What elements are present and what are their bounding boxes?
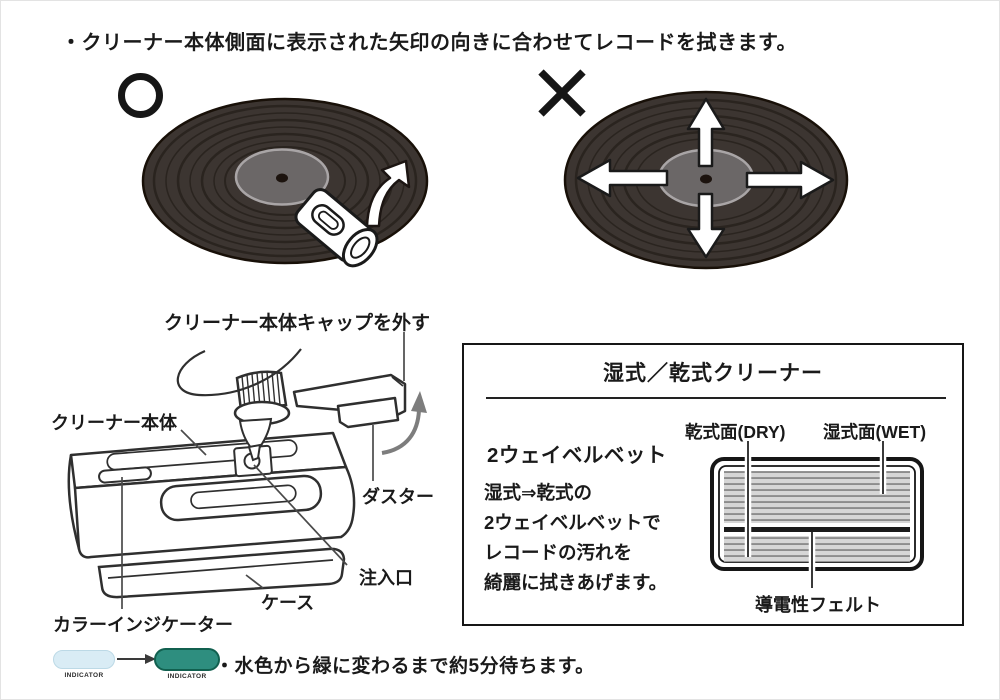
arrow-up-icon xyxy=(686,97,726,168)
wait-time-note: ・水色から緑に変わるまで約5分待ちます。 xyxy=(215,656,595,677)
wet-dry-info-box: 湿式／乾式クリーナー 2ウェイベルベット 湿式⇒乾式の 2ウェイベルベットで レ… xyxy=(462,343,964,626)
indicator-word-after: INDICATOR xyxy=(167,673,207,680)
indicator-swatch-before xyxy=(53,650,115,669)
curved-wipe-arrow-icon xyxy=(365,159,411,228)
arrow-down-icon xyxy=(686,192,726,259)
case-tray xyxy=(97,547,346,599)
leader-lines xyxy=(121,332,405,609)
fluid-bottle xyxy=(233,370,291,462)
leader-inlet xyxy=(253,464,348,566)
dry-velvet-area xyxy=(724,536,910,562)
two-way-velvet-heading: 2ウェイベルベット xyxy=(487,444,667,467)
unscrew-swoosh xyxy=(176,348,302,397)
radial-arrows xyxy=(576,97,835,259)
top-instruction-text: ・クリーナー本体側面に表示された矢印の向きに合わせてレコードを拭きます。 xyxy=(61,32,797,54)
label-color-indicator: カラーインジケーター xyxy=(53,615,233,635)
pad-leader-lines xyxy=(747,441,884,588)
label-duster: ダスター xyxy=(362,487,434,507)
conductive-felt-line xyxy=(724,527,910,532)
velvet-pad-diagram xyxy=(710,441,924,588)
label-wet-side: 湿式面(WET) xyxy=(823,422,927,442)
cleaner-parts-diagram xyxy=(67,332,427,609)
indicator-word-before: INDICATOR xyxy=(64,672,104,679)
correct-circle-icon xyxy=(118,73,163,118)
cleaner-on-record xyxy=(294,188,379,268)
color-indicator-window xyxy=(98,466,152,484)
color-change-arrow-icon xyxy=(117,654,156,664)
label-conductive-felt: 導電性フェルト xyxy=(755,595,881,615)
leader-case xyxy=(245,574,264,589)
arrow-left-icon xyxy=(576,158,669,198)
indicator-swatch-after xyxy=(154,648,220,671)
label-cleaner-body: クリーナー本体 xyxy=(51,413,177,433)
leader-body xyxy=(180,429,207,456)
record-correct-illustration xyxy=(141,97,429,268)
remove-cap-arrow-icon xyxy=(381,391,427,455)
wrong-cross-icon xyxy=(538,69,586,117)
record-grooves xyxy=(152,104,418,258)
wet-dry-title: 湿式／乾式クリーナー xyxy=(603,362,823,385)
label-inlet: 注入口 xyxy=(359,568,413,588)
record-hole xyxy=(276,173,288,183)
title-divider xyxy=(486,397,946,399)
label-remove-cap: クリーナー本体キャップを外す xyxy=(164,313,431,334)
label-dry-side: 乾式面(DRY) xyxy=(685,422,786,442)
wet-velvet-area xyxy=(724,471,910,523)
record-wrong-illustration xyxy=(563,90,849,270)
record-hole xyxy=(700,174,712,184)
cleaner-body-shape xyxy=(67,431,356,559)
arrow-right-icon xyxy=(745,160,835,200)
two-way-velvet-description: 湿式⇒乾式の 2ウェイベルベットで レコードの汚れを 綺麗に拭きあげます。 xyxy=(484,482,668,593)
cap-duster-slab xyxy=(292,373,407,429)
label-case: ケース xyxy=(261,593,315,613)
